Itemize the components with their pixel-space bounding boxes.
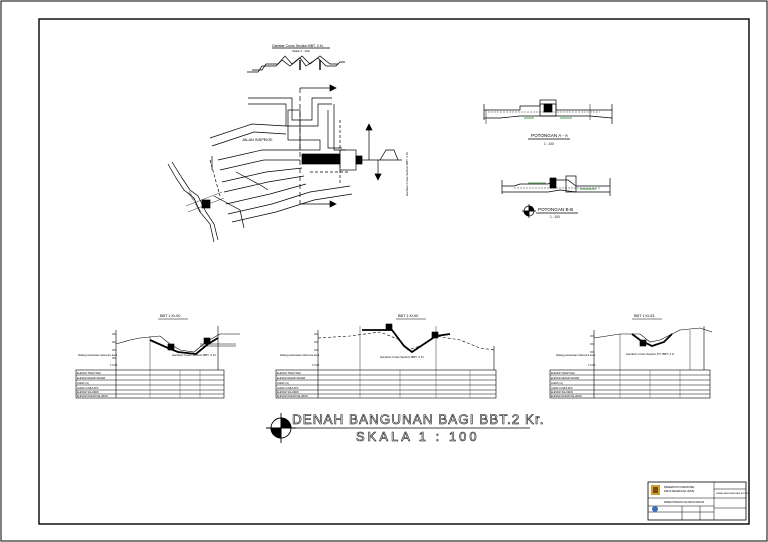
cross-section-1-row-4: ELEVASI SALURAN: [77, 391, 99, 394]
cross-section-2-row-3: JARAK KUMULATIF: [277, 387, 299, 390]
cross-section-2-row-4: ELEVASI SALURAN: [277, 391, 299, 394]
cross-section-1-ref-value: ± 0,00: [110, 363, 118, 367]
cross-section-3-row-2: JARAK (m): [551, 382, 563, 385]
section-a-scale: 1 : 100: [544, 142, 554, 146]
cross-section-3-row-0: ELEVASI TANAH ASLI: [551, 372, 575, 375]
section-b-title: POTONGAN B-B: [538, 207, 573, 212]
cross-section-1-row-3: JARAK KUMULATIF: [77, 387, 99, 390]
north-symbol: [266, 413, 296, 443]
section-a: POTONGAN A - A 1 : 100: [483, 99, 613, 146]
cross-section-1-row-5: ELEVASI DASAR SALURAN: [77, 395, 108, 398]
plan-road-label: JALAN INSPEKSI: [242, 138, 272, 142]
cross-section-2-detail: Gambar Cross Section BBT. 2 Kr.: [380, 355, 425, 359]
title-block-org: PEMERINTAH KABUPATEN: [664, 486, 695, 489]
cross-section-3-row-4: ELEVASI SALURAN: [551, 391, 573, 394]
cross-section-1-ref: bidang persamaan reference level: [78, 353, 118, 357]
plan-side-detail-label: Gambar Cross Section BBT. 2 Kr.: [405, 151, 409, 196]
cross-section-2-row-0: ELEVASI TANAH ASLI: [277, 372, 301, 375]
section-b-scale: 1 : 100: [550, 215, 560, 219]
cross-section-1-title: BBT 1 Ki-00: [160, 314, 180, 318]
cross-section-3-row-5: ELEVASI DASAR SALURAN: [551, 395, 582, 398]
main-title: DENAH BANGUNAN BAGI BBT.2 Kr.: [292, 412, 545, 427]
cross-section-3-row-3: JARAK KUMULATIF: [551, 387, 573, 390]
cross-section-1: BBT 1 Ki-00 bidang persamaan reference l…: [75, 314, 240, 399]
main-title-block: DENAH BANGUNAN BAGI BBT.2 Kr. SKALA 1 : …: [266, 412, 545, 444]
cross-section-2-row-5: ELEVASI DASAR SALURAN: [277, 395, 308, 398]
title-block-project: PEMELIHARAAN SALURAN IRIGASI: [664, 501, 704, 504]
scale-label: SKALA 1 : 100: [356, 429, 480, 444]
cross-section-2-row-1: ELEVASI DESAIN DASAR: [277, 377, 306, 380]
cross-section-2-ref: bidang persamaan reference level: [280, 353, 320, 357]
cross-section-2-row-2: JARAK (m): [277, 382, 289, 385]
title-block: PEMERINTAH KABUPATEN DINAS PEKERJAAN UMU…: [647, 481, 750, 521]
cross-section-2-ref-value: ± 0,00: [312, 363, 320, 367]
cross-section-3-title: BBT 1 Ki-03: [634, 314, 654, 318]
cross-section-3-ref: bidang persamaan reference level: [556, 353, 596, 357]
plan-top-detail-label: Gambar Cross Section BBT. 2 Kr.: [272, 44, 324, 48]
title-block-drawing: DENAH BANGUNAN BAGI BBT.2 Kr.: [716, 492, 750, 495]
inner-border: [38, 18, 750, 525]
section-b: POTONGAN B-B 1 : 100: [501, 175, 611, 219]
ministry-logo-icon: [652, 506, 658, 512]
title-block-dept: DINAS PEKERJAAN UMUM: [664, 490, 694, 493]
cross-section-1-row-1: ELEVASI DESAIN DASAR: [77, 377, 106, 380]
cross-section-2-title: BBT 1 Ki-00: [398, 314, 418, 318]
plan-view: Gambar Cross Section BBT. 2 Kr. Skala 1 …: [167, 44, 409, 243]
cross-section-3-ref-value: ± 0,00: [588, 363, 596, 367]
cross-section-3: BBT 1 Ki-03 bidang persamaan reference l…: [549, 314, 713, 399]
cross-section-1-row-0: ELEVASI TANAH ASLI: [77, 372, 101, 375]
section-a-title: POTONGAN A - A: [531, 133, 569, 138]
logo-icon: [651, 485, 660, 495]
cross-section-3-row-1: ELEVASI DESAIN DASAR: [551, 377, 580, 380]
cross-section-2: BBT 1 Ki-00 bidang persamaan reference l…: [275, 314, 497, 399]
cross-section-1-detail: Gambar Cross Section BBT. 2 Kr.: [172, 353, 217, 357]
cross-section-3-detail: Gambar Cross Section PT. BBT. 2 K: [626, 352, 674, 356]
plan-top-detail-scale: Skala 1 : 100: [292, 49, 310, 53]
cross-section-1-row-2: JARAK (m): [77, 382, 89, 385]
